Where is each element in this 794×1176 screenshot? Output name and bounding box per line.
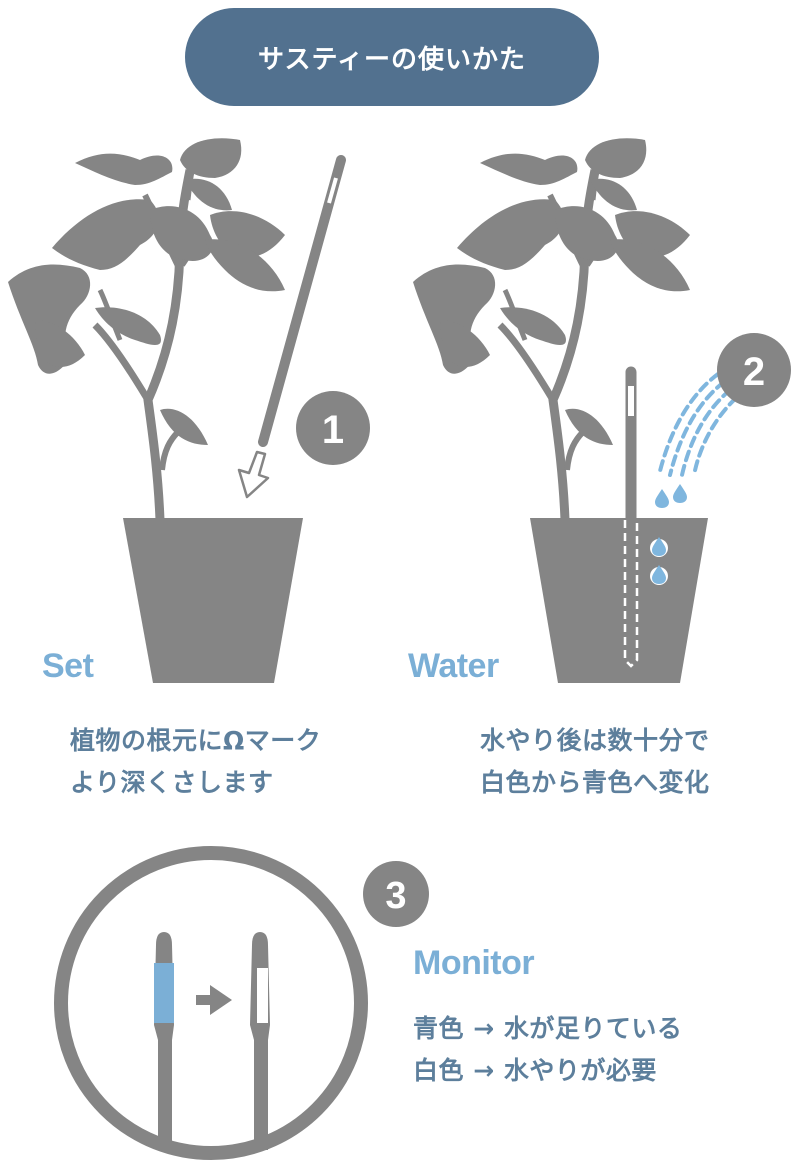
step-2-badge: 2: [717, 333, 791, 407]
step-3-badge: 3: [363, 861, 429, 927]
insert-arrow-icon: [237, 450, 270, 499]
step-3-description-line-1: 青色 → 水が足りている: [413, 1014, 683, 1043]
pot-shape: [123, 518, 303, 683]
step-1-label: Set: [42, 647, 94, 685]
sustee-probe-icon: [258, 155, 346, 447]
step-3-description: 青色 → 水が足りている 白色 → 水やりが必要: [413, 1008, 682, 1092]
page-title-text: サスティーの使いかた: [258, 44, 526, 75]
svg-text:2: 2: [743, 350, 765, 394]
step-3-description-line-2: 白色 → 水やりが必要: [413, 1056, 657, 1085]
step-3-label: Monitor: [413, 944, 535, 982]
pot-shape: [530, 518, 708, 683]
step-1-description-line-1: 植物の根元にΩマーク: [70, 726, 322, 755]
water-stream-icon: [657, 372, 738, 477]
step-2-description-line-2: 白色から青色へ変化: [480, 768, 710, 797]
change-arrow-icon: [196, 985, 232, 1015]
step-1-description: 植物の根元にΩマーク より深くさします: [70, 720, 321, 804]
svg-text:1: 1: [322, 408, 344, 452]
svg-text:3: 3: [385, 875, 406, 917]
probe-blue-state-icon: [154, 932, 174, 1150]
step-1-badge: 1: [296, 391, 370, 465]
step-2-description-line-1: 水やり後は数十分で: [480, 726, 710, 755]
step-1-description-line-2: より深くさします: [70, 768, 274, 797]
page-title: サスティーの使いかた: [185, 8, 599, 106]
step-2-label: Water: [408, 647, 499, 685]
plant-illustration-set: [8, 138, 303, 683]
water-drop-icons: [650, 484, 687, 585]
monitor-circle-illustration: [54, 846, 368, 1160]
step-2-description: 水やり後は数十分で 白色から青色へ変化: [480, 720, 710, 804]
plant-illustration-water: [413, 138, 708, 683]
sustee-probe-inserted-icon: [623, 366, 639, 668]
probe-white-state-icon: [250, 932, 270, 1150]
